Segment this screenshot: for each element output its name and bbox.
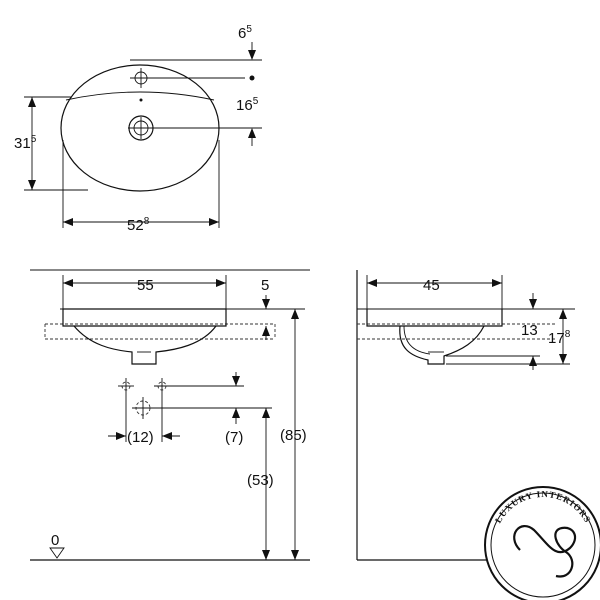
dimension-55-label: 55 <box>137 277 154 294</box>
dimension-55: 55 <box>62 275 227 309</box>
dimension-17-8: 178 <box>446 309 571 365</box>
drain-top <box>128 115 154 141</box>
dimension-45: 45 <box>366 275 503 309</box>
dimension-5: 5 <box>261 277 270 340</box>
basin-inner-rim <box>65 91 215 101</box>
overflow-marker <box>139 98 143 102</box>
dimension-31-5-label: 315 <box>14 134 37 152</box>
dimension-6-5-label: 65 <box>238 24 252 42</box>
front-view: 55 5 <box>30 269 310 561</box>
dimension-12-label: (12) <box>127 429 154 446</box>
dimension-13: 13 <box>446 293 540 370</box>
dimension-7: (7) <box>225 372 243 446</box>
luxury-interiors-logo: LUXURY INTERIORS <box>484 486 600 600</box>
logo-monogram-icon <box>513 525 577 578</box>
waste-connection <box>132 397 272 419</box>
dimension-17-8-label: 178 <box>548 329 571 347</box>
dimension-16-5: 165 <box>154 96 262 146</box>
dimension-52-8-label: 528 <box>127 216 150 234</box>
top-view: 65 165 315 528 <box>14 24 262 234</box>
basin-bowl-front <box>73 325 217 365</box>
dimension-52-8: 528 <box>62 140 220 234</box>
dimension-53-label: (53) <box>247 472 274 489</box>
dimension-31-5: 315 <box>14 96 88 191</box>
basin-side-profile <box>366 309 503 327</box>
logo-inner-ring <box>490 492 596 598</box>
dimension-5-label: 5 <box>261 277 269 294</box>
supply-connection-symbols <box>118 378 272 419</box>
dimension-13-label: 13 <box>521 322 538 339</box>
dimension-7-label: (7) <box>225 429 243 446</box>
dimension-45-label: 45 <box>423 277 440 294</box>
basin-bowl-side <box>399 325 485 365</box>
floor-line-front: 0 <box>30 532 310 561</box>
cold-water-connection <box>118 378 134 394</box>
dimension-12: (12) <box>108 394 180 446</box>
logo-outer-ring <box>484 486 600 600</box>
dimension-85-label: (85) <box>280 427 307 444</box>
floor-level-label: 0 <box>51 532 59 549</box>
dimension-16-5-label: 165 <box>236 96 259 114</box>
dimension-85: (85) <box>280 309 307 560</box>
dimension-6-5: 65 <box>130 24 262 81</box>
basin-front-profile <box>62 308 227 327</box>
side-view: 45 13 178 <box>356 270 575 561</box>
hot-water-connection <box>154 378 244 394</box>
dimension-53: (53) <box>247 408 274 560</box>
